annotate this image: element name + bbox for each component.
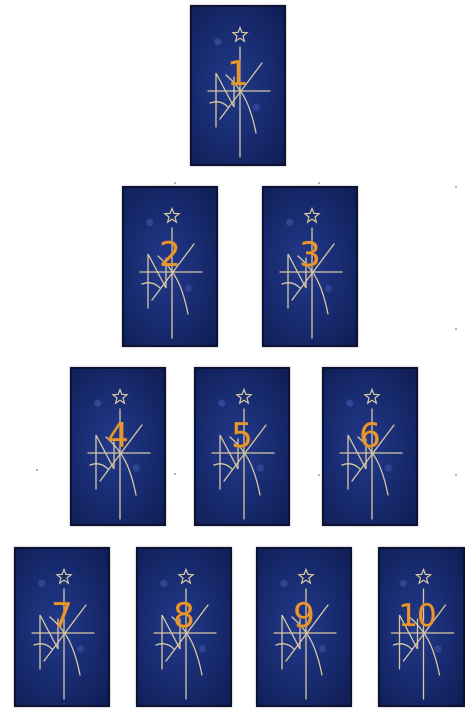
card-number: 5 bbox=[196, 419, 288, 453]
tarot-card-4[interactable]: 4 bbox=[70, 367, 166, 526]
background-speck bbox=[318, 474, 320, 476]
star-icon bbox=[233, 28, 247, 42]
tarot-card-7[interactable]: 7 bbox=[14, 547, 110, 707]
card-number: 9 bbox=[258, 599, 350, 633]
background-speck bbox=[455, 186, 457, 188]
tarot-card-6[interactable]: 6 bbox=[322, 367, 418, 526]
background-speck bbox=[455, 474, 457, 476]
tarot-card-10[interactable]: 10 bbox=[378, 547, 465, 707]
card-number: 10 bbox=[380, 599, 454, 633]
background-speck bbox=[36, 469, 38, 471]
background-speck bbox=[174, 473, 176, 475]
card-number: 8 bbox=[138, 599, 230, 633]
card-number: 3 bbox=[264, 238, 356, 272]
star-icon bbox=[113, 390, 127, 404]
card-number: 2 bbox=[124, 238, 216, 272]
tarot-card-9[interactable]: 9 bbox=[256, 547, 352, 707]
star-icon bbox=[237, 390, 251, 404]
star-icon bbox=[365, 390, 379, 404]
tarot-card-5[interactable]: 5 bbox=[194, 367, 290, 526]
tarot-card-2[interactable]: 2 bbox=[122, 186, 218, 347]
tarot-card-1[interactable]: 1 bbox=[190, 5, 286, 166]
star-icon bbox=[299, 570, 313, 584]
background-speck bbox=[318, 182, 320, 184]
card-number: 4 bbox=[72, 419, 164, 453]
tarot-card-8[interactable]: 8 bbox=[136, 547, 232, 707]
background-speck bbox=[174, 182, 176, 184]
card-number: 7 bbox=[16, 599, 108, 633]
card-number: 6 bbox=[324, 419, 416, 453]
star-icon bbox=[179, 570, 193, 584]
card-number: 1 bbox=[192, 57, 284, 91]
star-icon bbox=[416, 570, 430, 584]
tarot-card-3[interactable]: 3 bbox=[262, 186, 358, 347]
star-icon bbox=[165, 209, 179, 223]
star-icon bbox=[57, 570, 71, 584]
star-icon bbox=[305, 209, 319, 223]
background-speck bbox=[455, 328, 457, 330]
